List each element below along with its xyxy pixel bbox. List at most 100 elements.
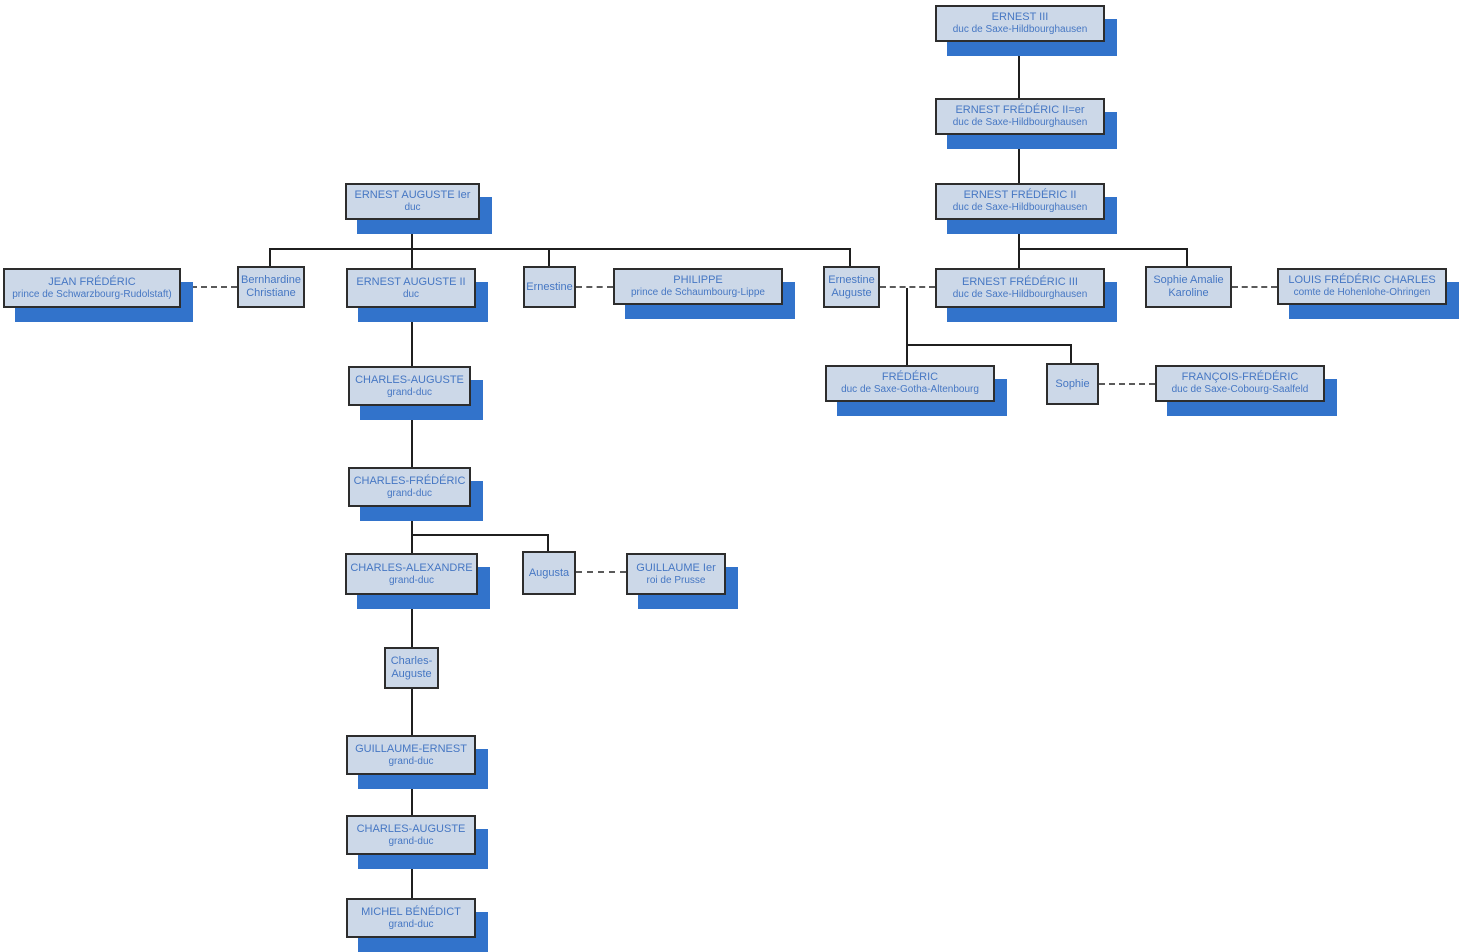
node-ernest-frederic-1er[interactable]: ERNEST FRÉDÉRIC II=er duc de Saxe-Hildbo… <box>935 98 1105 135</box>
node-ernestine[interactable]: Ernestine <box>523 266 576 308</box>
marriage-sophie-francoisfrederic <box>1099 383 1155 385</box>
marriage-ernestineauguste-efiii <box>880 286 935 288</box>
connector-efii-children-bar <box>1018 248 1188 250</box>
node-ernest-iii[interactable]: ERNEST III duc de Saxe-Hildbourghausen <box>935 5 1105 42</box>
person-title: grand-duc <box>388 835 434 847</box>
node-ernest-frederic-iii[interactable]: ERNEST FRÉDÉRIC III duc de Saxe-Hildbour… <box>935 268 1105 308</box>
person-name: FRANÇOIS-FRÉDÉRIC <box>1181 371 1299 383</box>
person-title: duc de Saxe-Cobourg-Saalfeld <box>1171 384 1309 395</box>
marriage-sophieamalie-louis <box>1232 286 1277 288</box>
person-title: comte de Hohenlohe-Ohringen <box>1293 287 1431 298</box>
person-name: Charles- <box>390 655 433 667</box>
marriage-jeanfrederic-bernhardine <box>181 286 237 288</box>
node-louis-frederic-charles[interactable]: LOUIS FRÉDÉRIC CHARLES comte de Hohenloh… <box>1277 268 1447 305</box>
node-charles-frederic[interactable]: CHARLES-FRÉDÉRIC grand-duc <box>348 467 471 507</box>
connector-ea1er-down <box>411 220 413 268</box>
person-title: grand-duc <box>388 918 434 930</box>
person-name: GUILLAUME Ier <box>636 561 716 574</box>
person-name: JEAN FRÉDÉRIC <box>48 275 136 288</box>
node-charles-auguste-grandduc-2[interactable]: CHARLES-AUGUSTE grand-duc <box>346 815 476 855</box>
marriage-augusta-guillaume <box>576 571 626 573</box>
node-francois-frederic[interactable]: FRANÇOIS-FRÉDÉRIC duc de Saxe-Cobourg-Sa… <box>1155 365 1325 402</box>
person-name-2: Auguste <box>831 287 872 299</box>
connector-charlesalexandre-charlesaugustejr <box>411 595 413 647</box>
person-title: duc de Saxe-Gotha-Altenbourg <box>841 384 979 395</box>
connector-charlesauguste-charlesfrederic <box>411 406 413 467</box>
node-ernest-auguste-ii[interactable]: ERNEST AUGUSTE II duc <box>346 268 476 308</box>
connector-efiii-children-bar <box>906 344 1072 346</box>
person-title: duc de Saxe-Hildbourghausen <box>952 117 1088 128</box>
connector-charlesauguste2-michelbenedict <box>411 855 413 898</box>
person-name: MICHEL BÉNÉDICT <box>361 905 461 918</box>
person-name-2: Karoline <box>1168 287 1209 299</box>
person-name: Bernhardine <box>241 274 301 286</box>
connector-drop-sophie-amalie <box>1186 248 1188 266</box>
connector-drop-bernhardine <box>269 248 271 266</box>
connector-drop-ernestine <box>548 248 550 266</box>
person-title: duc de Saxe-Hildbourghausen <box>952 24 1088 35</box>
node-jean-frederic[interactable]: JEAN FRÉDÉRIC prince de Schwarzbourg-Rud… <box>3 268 181 308</box>
connector-ernestiii-ef1er <box>1018 42 1020 98</box>
connector-efiii-union-down <box>906 288 908 365</box>
person-name: ERNEST FRÉDÉRIC II <box>963 189 1077 201</box>
person-name-2: Christiane <box>246 287 296 299</box>
connector-eaii-charlesauguste <box>411 308 413 366</box>
person-name: FRÉDÉRIC <box>881 371 939 383</box>
marriage-ernestine-philippe <box>576 286 613 288</box>
connector-drop-sophie <box>1070 344 1072 363</box>
person-name: ERNEST III <box>991 11 1049 23</box>
person-name: GUILLAUME-ERNEST <box>355 742 467 755</box>
person-title: grand-duc <box>386 386 433 398</box>
person-name: CHARLES-ALEXANDRE <box>350 561 473 574</box>
person-name: PHILIPPE <box>673 274 723 286</box>
connector-efii-efiii <box>1018 220 1020 268</box>
person-name: ERNEST FRÉDÉRIC II=er <box>955 104 1085 116</box>
connector-charlesfrederic-down <box>411 507 413 536</box>
person-name: Sophie Amalie <box>1153 274 1224 286</box>
person-name: CHARLES-AUGUSTE <box>355 373 464 386</box>
node-guillaume-ernest[interactable]: GUILLAUME-ERNEST grand-duc <box>346 735 476 775</box>
person-title: grand-duc <box>388 755 434 767</box>
person-name: Ernestine <box>526 280 573 293</box>
node-frederic[interactable]: FRÉDÉRIC duc de Saxe-Gotha-Altenbourg <box>825 365 995 402</box>
person-title: duc <box>404 202 421 213</box>
connector-drop-augusta <box>547 534 549 551</box>
node-charles-auguste-jr[interactable]: Charles- Auguste <box>384 647 439 689</box>
node-ernest-frederic-ii[interactable]: ERNEST FRÉDÉRIC II duc de Saxe-Hildbourg… <box>935 183 1105 220</box>
node-augusta[interactable]: Augusta <box>522 551 576 595</box>
connector-drop-charlesalexandre <box>411 534 413 553</box>
node-michel-benedict[interactable]: MICHEL BÉNÉDICT grand-duc <box>346 898 476 938</box>
person-name: Sophie <box>1055 377 1090 390</box>
person-name: CHARLES-AUGUSTE <box>356 822 466 835</box>
connector-ea1er-children-bar <box>269 248 851 250</box>
person-title: grand-duc <box>388 574 435 586</box>
connector-drop-ernestine-auguste <box>849 248 851 266</box>
node-bernhardine-christiane[interactable]: Bernhardine Christiane <box>237 266 305 308</box>
person-title: duc de Saxe-Hildbourghausen <box>952 288 1088 300</box>
connector-charlesaugustejr-guillaumeernest <box>411 689 413 735</box>
person-name: CHARLES-FRÉDÉRIC <box>353 474 466 487</box>
person-title: duc de Saxe-Hildbourghausen <box>952 202 1088 213</box>
person-title: grand-duc <box>386 487 433 499</box>
node-philippe[interactable]: PHILIPPE prince de Schaumbourg-Lippe <box>613 268 783 305</box>
person-title: duc <box>402 288 420 300</box>
node-ernest-auguste-1er[interactable]: ERNEST AUGUSTE Ier duc <box>345 183 480 220</box>
person-name: ERNEST AUGUSTE Ier <box>354 189 471 201</box>
connector-charlesfrederic-children-bar <box>411 534 549 536</box>
node-sophie-amalie-karoline[interactable]: Sophie Amalie Karoline <box>1145 266 1232 308</box>
person-title: prince de Schwarzbourg-Rudolstaft) <box>12 288 172 300</box>
person-name: Augusta <box>528 566 570 579</box>
node-charles-auguste-grandduc[interactable]: CHARLES-AUGUSTE grand-duc <box>348 366 471 406</box>
node-guillaume-1er[interactable]: GUILLAUME Ier roi de Prusse <box>626 553 726 595</box>
connector-guillaumeernest-charlesauguste2 <box>411 775 413 815</box>
node-sophie[interactable]: Sophie <box>1046 363 1099 405</box>
person-name: ERNEST AUGUSTE II <box>356 275 466 288</box>
person-name: ERNEST FRÉDÉRIC III <box>962 275 1078 288</box>
person-name-2: Auguste <box>391 668 432 680</box>
node-ernestine-auguste[interactable]: Ernestine Auguste <box>823 266 880 308</box>
connector-ef1er-efii <box>1018 135 1020 183</box>
person-title: prince de Schaumbourg-Lippe <box>631 287 765 298</box>
person-title: roi de Prusse <box>646 574 706 586</box>
node-charles-alexandre[interactable]: CHARLES-ALEXANDRE grand-duc <box>345 553 478 595</box>
